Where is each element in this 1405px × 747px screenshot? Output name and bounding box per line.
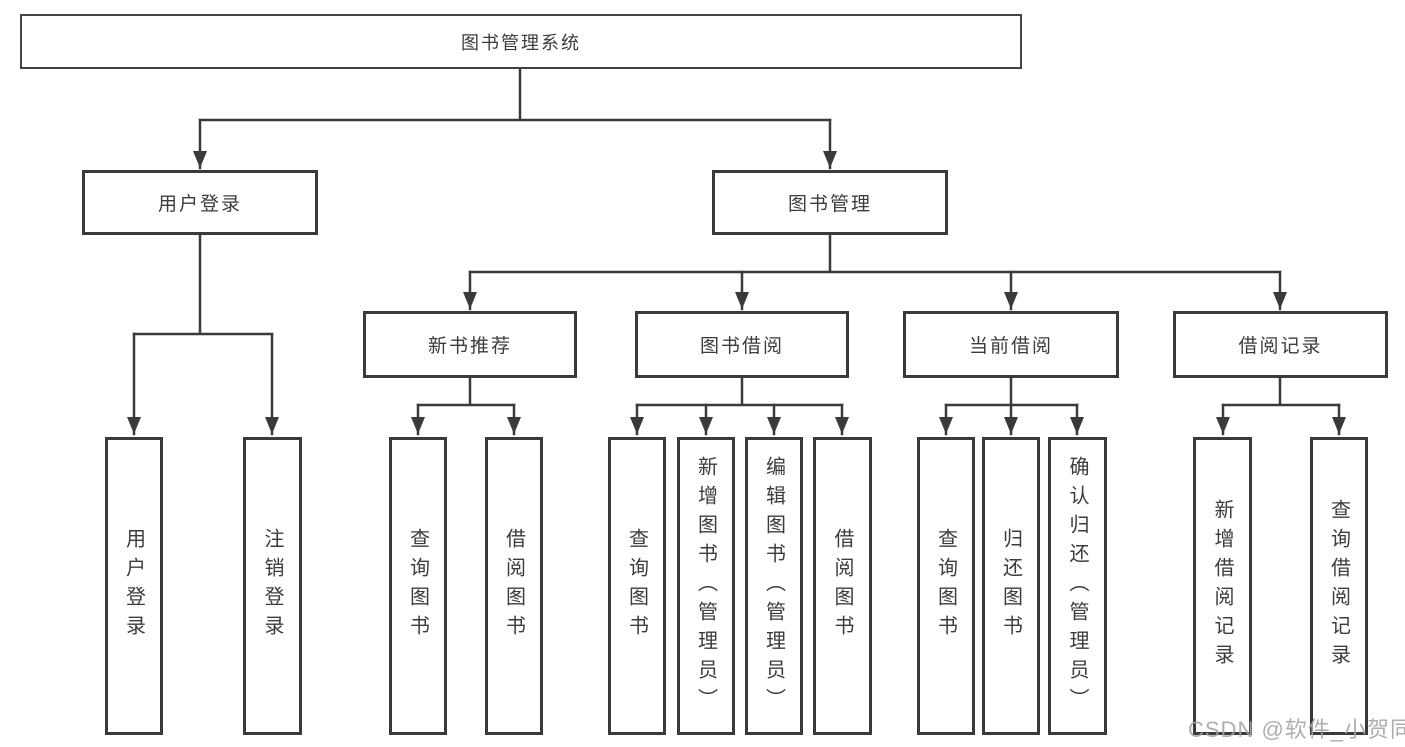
node-book-borrow: 图书借阅: [635, 311, 849, 378]
node-user-login: 用户登录: [82, 170, 318, 235]
leaf-bb-borrow-books: 借阅图书: [813, 437, 872, 735]
leaf-bb-add-books-admin: 新增图书（管理员）: [677, 437, 735, 735]
leaf-user-login: 用户登录: [105, 437, 163, 735]
node-borrow-records: 借阅记录: [1173, 311, 1388, 378]
leaf-nb-query-books: 查询图书: [389, 437, 447, 735]
leaf-rec-query-record: 查询借阅记录: [1310, 437, 1368, 735]
leaf-cb-return-books: 归还图书: [982, 437, 1040, 735]
node-new-book-recommend: 新书推荐: [363, 311, 577, 378]
leaf-cb-confirm-return-admin: 确认归还（管理员）: [1048, 437, 1107, 735]
node-root: 图书管理系统: [20, 14, 1022, 69]
node-book-management: 图书管理: [712, 170, 948, 235]
leaf-bb-edit-books-admin: 编辑图书（管理员）: [745, 437, 803, 735]
node-current-borrow: 当前借阅: [903, 311, 1119, 378]
leaf-cb-query-books: 查询图书: [917, 437, 975, 735]
leaf-rec-add-record: 新增借阅记录: [1193, 437, 1252, 735]
leaf-bb-query-books: 查询图书: [608, 437, 666, 735]
watermark: CSDN @软件_小贺同学: [1188, 717, 1405, 742]
leaf-logout: 注销登录: [243, 437, 302, 735]
leaf-nb-borrow-books: 借阅图书: [485, 437, 543, 735]
